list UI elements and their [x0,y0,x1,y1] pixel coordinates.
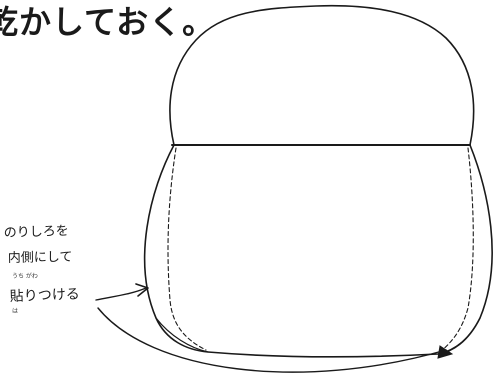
arrow-to-left-edge [95,287,147,301]
handwritten-note-line-1: のりしろを [3,223,69,241]
handwritten-note-line-2: 内側にして [7,249,73,266]
head-outline [143,4,493,358]
seam-line-right [439,147,474,353]
seam-line-left [167,147,207,351]
arrow-head-left [135,283,149,297]
furigana-line-2: うち がわ [12,273,38,280]
furigana-line-3: は [12,308,19,315]
arrow-to-right-flap [97,307,447,373]
flap-left [155,317,209,353]
arrow-head-right [437,345,454,359]
handwritten-note-line-3: 貼りつける [9,286,81,306]
instruction-heading: 乾かしておく。 [0,3,216,41]
